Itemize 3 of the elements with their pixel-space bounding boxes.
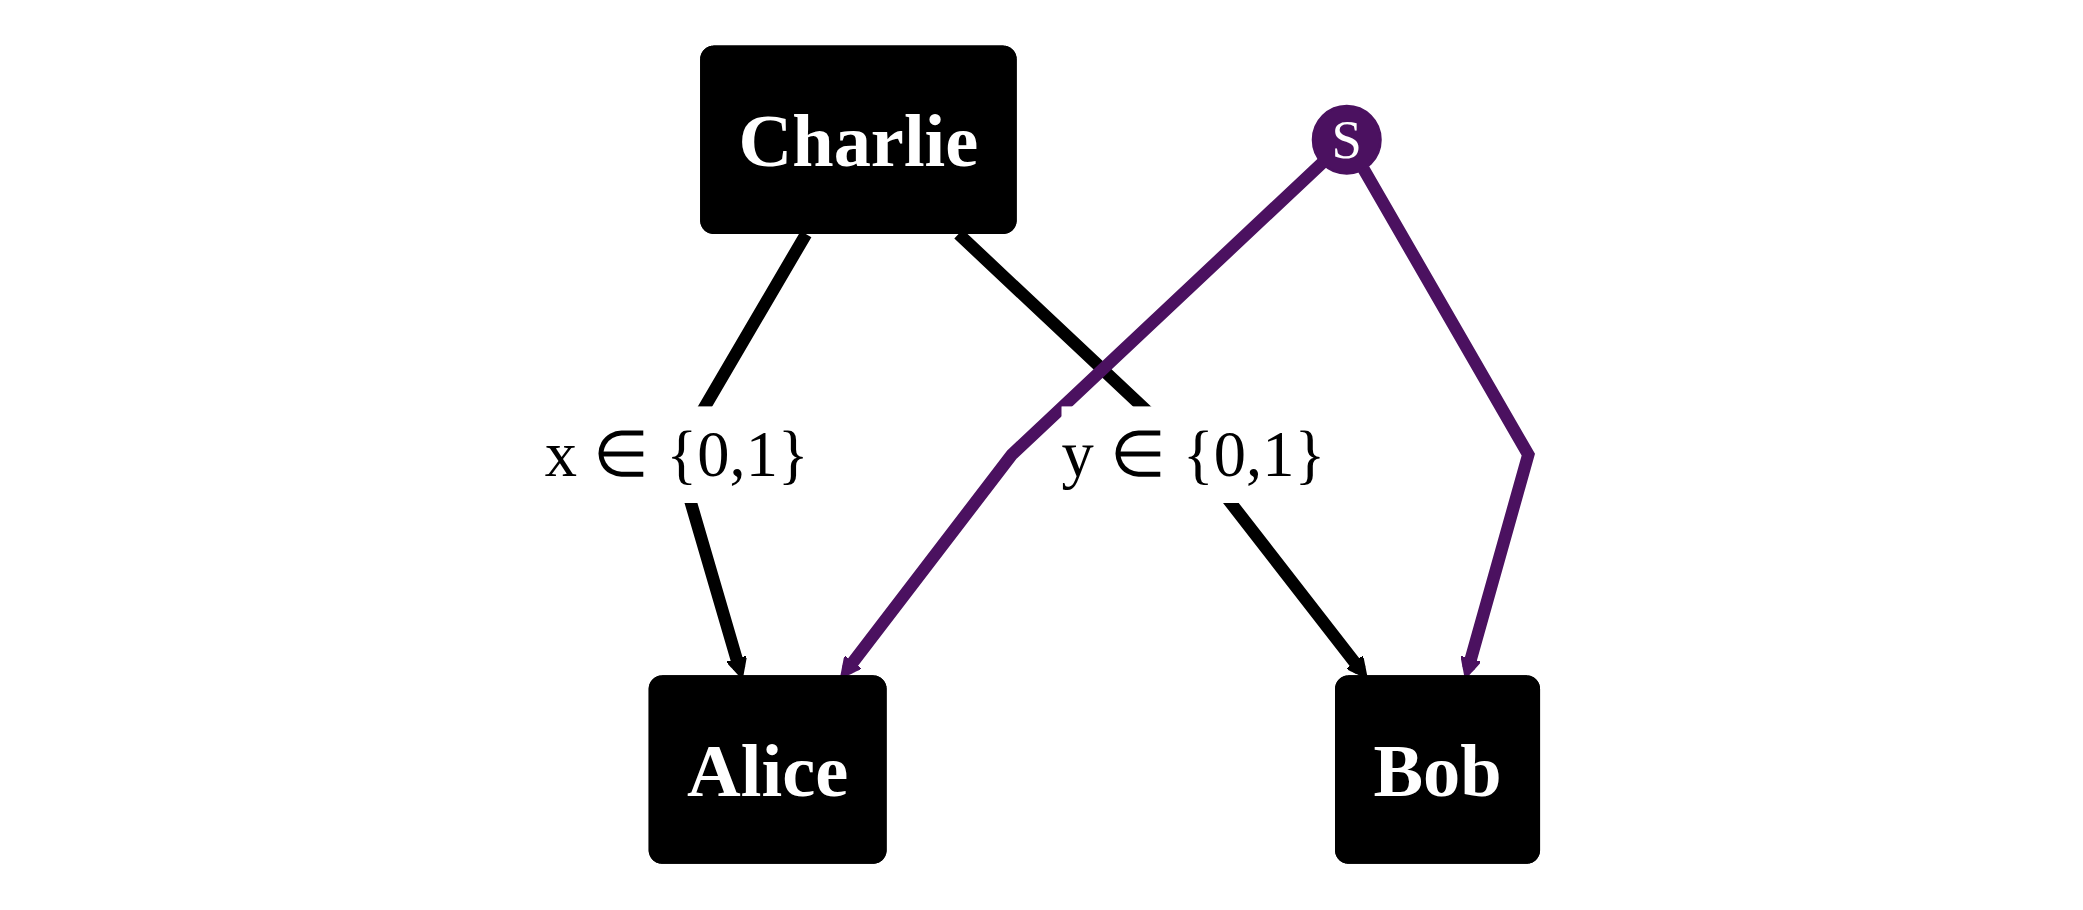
edge-label: y ∈ {0,1} [1061, 419, 1326, 491]
node-circle: S [1311, 105, 1382, 176]
edge-label: x ∈ {0,1} [544, 419, 809, 491]
